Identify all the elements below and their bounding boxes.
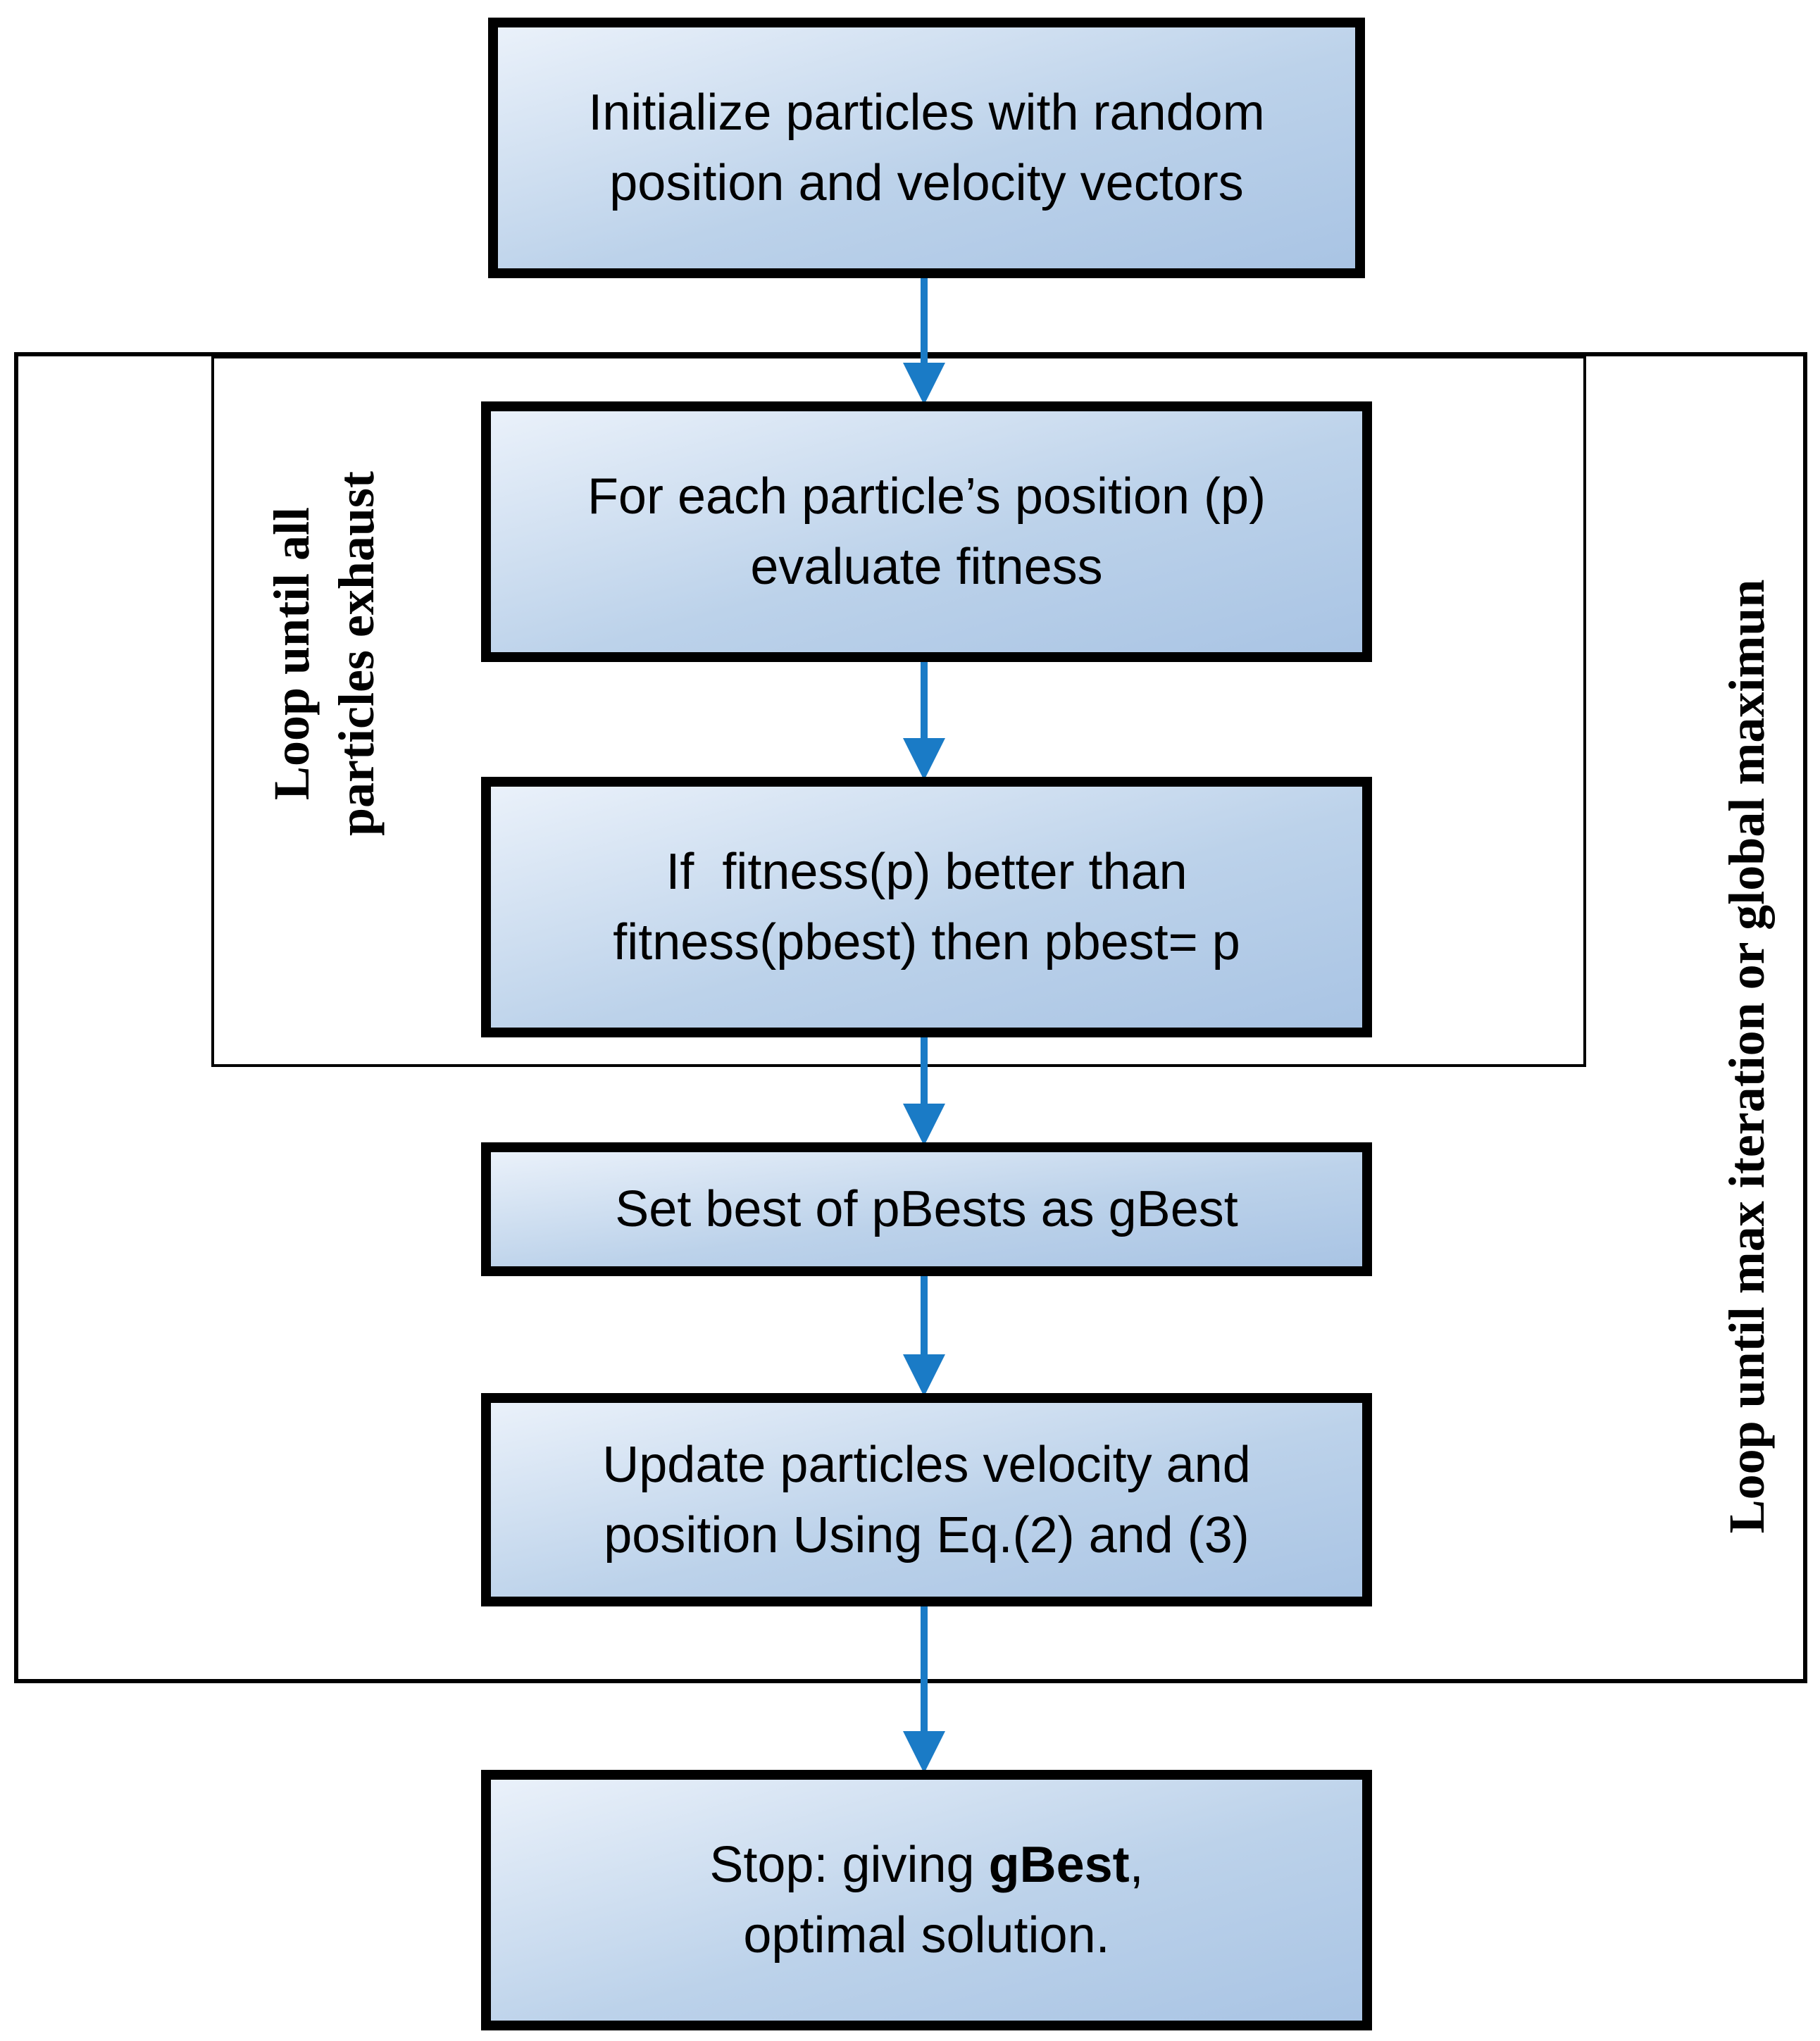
- initialize-step-box: Initialize particles with random positio…: [488, 18, 1365, 278]
- update-pbest-step-text: If fitness(p) better than fitness(pbest)…: [592, 837, 1261, 978]
- initialize-step-line-1: Initialize particles with random: [588, 85, 1265, 141]
- stop-step-text: Stop: giving gBest, optimal solution.: [688, 1830, 1164, 1971]
- update-pbest-line-1: If fitness(p) better than: [666, 844, 1188, 900]
- stop-suffix-text: ,: [1129, 1837, 1144, 1893]
- initialize-step-text: Initialize particles with random positio…: [567, 77, 1285, 218]
- set-gbest-step-box: Set best of pBests as gBest: [481, 1142, 1372, 1276]
- update-velocity-step-box: Update particles velocity and position U…: [481, 1393, 1372, 1606]
- inner-loop-frame: [211, 356, 1586, 1067]
- stop-gbest-bold-text: gBest: [988, 1837, 1130, 1893]
- inner-loop-label: Loop until all particles exhaust: [259, 442, 400, 865]
- inner-loop-label-line-2: particles exhaust: [328, 471, 385, 836]
- update-pbest-line-2: fitness(pbest) then pbest= p: [613, 914, 1240, 970]
- evaluate-fitness-step-text: For each particle’s position (p) evaluat…: [566, 461, 1287, 602]
- evaluate-fitness-line-1: For each particle’s position (p): [587, 468, 1266, 525]
- stop-prefix-text: Stop: giving: [709, 1837, 989, 1893]
- update-velocity-line-1: Update particles velocity and: [602, 1436, 1251, 1493]
- initialize-step-line-2: position and velocity vectors: [609, 155, 1244, 211]
- update-pbest-step-box: If fitness(p) better than fitness(pbest)…: [481, 777, 1372, 1037]
- update-velocity-step-text: Update particles velocity and position U…: [581, 1430, 1272, 1571]
- set-gbest-step-text: Set best of pBests as gBest: [594, 1174, 1259, 1244]
- stop-step-box: Stop: giving gBest, optimal solution.: [481, 1770, 1372, 2030]
- outer-loop-frame: [14, 352, 1807, 1683]
- stop-line-1: Stop: giving gBest,: [709, 1830, 1143, 1900]
- stop-line-2: optimal solution.: [743, 1907, 1110, 1964]
- inner-loop-label-line-1: Loop until all: [263, 506, 320, 801]
- evaluate-fitness-line-2: evaluate fitness: [750, 539, 1103, 595]
- update-velocity-line-2: position Using Eq.(2) and (3): [604, 1506, 1249, 1563]
- outer-loop-label: Loop until max iteration or global maxim…: [1719, 579, 1775, 1534]
- set-gbest-line-1: Set best of pBests as gBest: [615, 1181, 1238, 1237]
- evaluate-fitness-step-box: For each particle’s position (p) evaluat…: [481, 401, 1372, 662]
